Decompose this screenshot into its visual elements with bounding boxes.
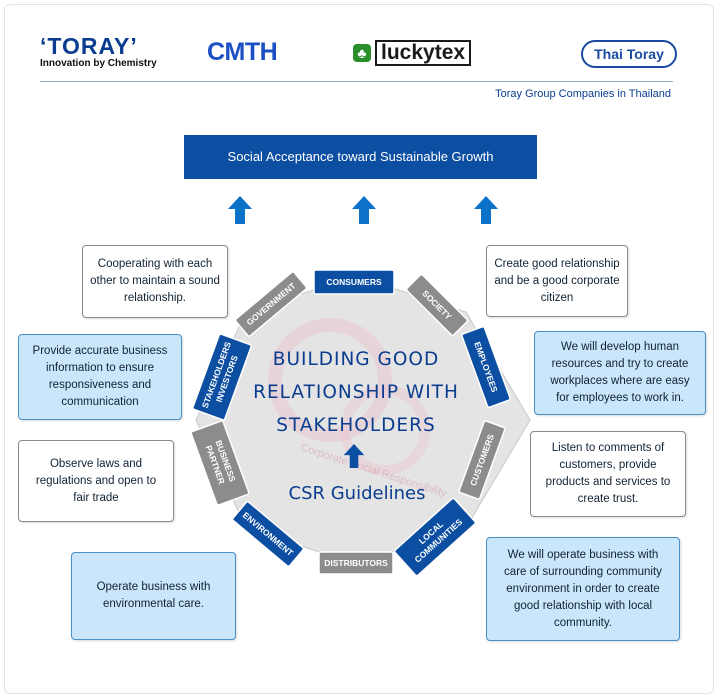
center-title-line: BUILDING GOOD	[272, 349, 440, 370]
toray-logo-mark: ‘TORAY’	[40, 33, 138, 59]
stakeholder-label: CUSTOMERS	[458, 420, 506, 500]
csr-guidelines: CSR Guidelines	[288, 483, 426, 504]
callout-local-communities: We will operate business with care of su…	[486, 537, 680, 641]
callout-investors: Provide accurate business information to…	[18, 334, 182, 420]
stakeholder-plate	[393, 497, 477, 577]
csr-watermark-logo	[268, 318, 392, 442]
clover-icon: ♣	[353, 44, 371, 62]
up-arrow-icon	[474, 196, 498, 224]
luckytex-logo: ♣ luckytex	[353, 40, 472, 66]
cmth-logo: CMTH	[207, 38, 278, 66]
stakeholder-label: CONSUMERS	[313, 269, 395, 295]
stakeholder-plate	[192, 333, 252, 421]
center-title-line: STAKEHOLDERS	[276, 415, 436, 436]
stakeholder-plate	[318, 551, 394, 575]
goal-banner: Social Acceptance toward Sustainable Gro…	[184, 135, 537, 179]
stakeholder-plate	[461, 326, 511, 408]
stakeholder-label-text: DISTRIBUTORS	[324, 558, 388, 568]
stakeholder-plate	[190, 420, 250, 506]
center-title: BUILDING GOOD RELATIONSHIP WITH STAKEHOL…	[238, 343, 474, 442]
luckytex-logo-word: luckytex	[375, 40, 472, 66]
stakeholder-plate	[234, 271, 308, 337]
callout-government: Cooperating with each other to maintain …	[82, 245, 228, 318]
stakeholder-plate	[232, 501, 304, 567]
up-arrow-icon	[228, 196, 252, 224]
thai-toray-logo: Thai Toray	[581, 40, 677, 68]
toray-logo: ‘TORAY’ Innovation by Chemistry	[40, 34, 160, 69]
group-caption: Toray Group Companies in Thailand	[495, 88, 671, 100]
toray-logo-tagline: Innovation by Chemistry	[40, 58, 157, 69]
stakeholder-label: DISTRIBUTORS	[318, 551, 394, 575]
stakeholder-label-text: CONSUMERS	[326, 277, 382, 287]
callout-business-partner: Observe laws and regulations and open to…	[18, 440, 174, 522]
page-frame	[4, 4, 714, 694]
callout-environment: Operate business with environmental care…	[71, 552, 236, 640]
callout-customers: Listen to comments of customers, provide…	[530, 431, 686, 517]
callout-society: Create good relationship and be a good c…	[486, 245, 628, 317]
callout-employees: We will develop human resources and try …	[534, 331, 706, 415]
center-title-line: RELATIONSHIP WITH	[253, 382, 459, 403]
stakeholder-plate	[458, 420, 506, 500]
stakeholder-plate	[405, 273, 469, 337]
csr-watermark-logo	[340, 385, 430, 475]
header-divider	[40, 81, 673, 82]
up-arrow-icon	[343, 444, 365, 468]
up-arrow-icon	[352, 196, 376, 224]
stakeholder-plate	[313, 269, 395, 295]
